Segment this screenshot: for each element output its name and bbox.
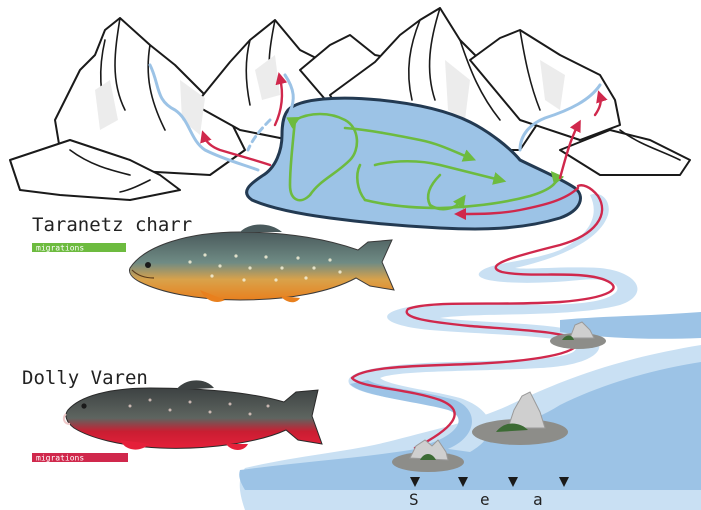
charr-fish-icon: [129, 225, 394, 303]
legend-label-dolly: migrations: [36, 454, 84, 463]
species-name-taranetz: Taranetz charr: [32, 214, 192, 236]
dolly-varden-fish-icon: [64, 380, 322, 450]
legend-label-taranetz: migrations: [36, 244, 84, 253]
species-name-dolly: Dolly Varen: [22, 367, 148, 389]
sea-letter-a: a: [533, 490, 543, 509]
sea-letter-e: e: [480, 490, 490, 509]
sea-letter-s: S: [409, 490, 419, 509]
